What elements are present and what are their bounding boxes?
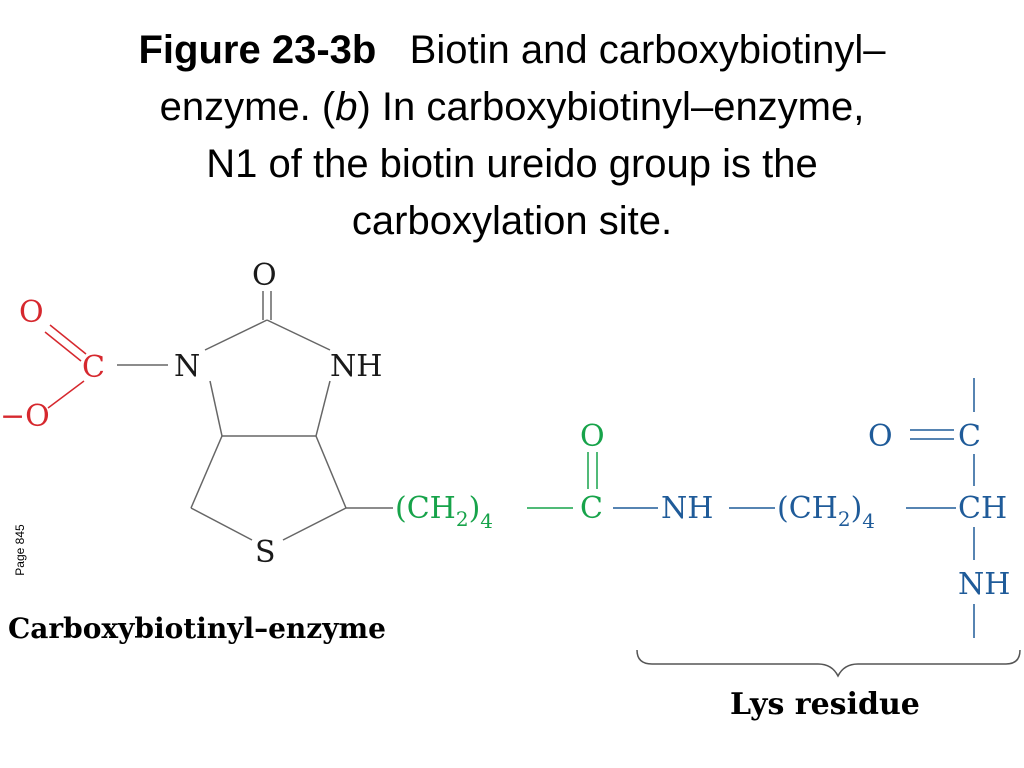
valeryl-ch2-group: (CH2)4 bbox=[395, 491, 493, 533]
title-line-2c: ) In carboxybiotinyl–enzyme, bbox=[357, 85, 865, 129]
lysine-ch2-group: (CH2)4 bbox=[777, 491, 875, 533]
ring-bond-c6-s bbox=[282, 507, 347, 541]
carboxybiotinyl-enzyme-caption: Carboxybiotinyl–enzyme bbox=[8, 612, 386, 645]
alpha-ch: CH bbox=[958, 491, 1007, 526]
backbone-carbon: C bbox=[958, 419, 981, 454]
ring-bond-c3a-c4 bbox=[190, 435, 223, 509]
lys-residue-caption: Lys residue bbox=[730, 687, 920, 722]
slide-title: Figure 23-3b Biotin and carboxybiotinyl–… bbox=[40, 22, 984, 250]
ring-bond-nh-c6a bbox=[315, 380, 331, 437]
carboxyl-oxygen-top: O bbox=[19, 295, 44, 330]
carboxyl-double-bond-a bbox=[49, 324, 87, 355]
title-line-4: carboxylation site. bbox=[351, 199, 673, 243]
ring-bond-c4-s bbox=[190, 507, 253, 541]
lys-residue-brace bbox=[636, 649, 1021, 678]
ring-sulfur: S bbox=[255, 535, 276, 570]
carboxyl-oxygen-anion: −O bbox=[0, 399, 50, 434]
carboxyl-group: O C −O bbox=[0, 295, 105, 434]
title-line-3: N1 of the biotin ureido group is the bbox=[206, 142, 818, 186]
carboxyl-double-bond-b bbox=[44, 331, 82, 362]
lysine-epsilon-nh: NH bbox=[661, 491, 713, 526]
ring-nh: NH bbox=[330, 349, 382, 384]
backbone-nh: NH bbox=[958, 567, 1010, 602]
title-line-2a: enzyme. ( bbox=[159, 85, 336, 129]
title-panel-letter: b bbox=[335, 85, 358, 129]
ureido-bond-right bbox=[266, 319, 331, 351]
amide-carbon: C bbox=[580, 491, 603, 526]
valeryl-chain: (CH2)4 O C bbox=[395, 419, 605, 533]
ureido-bond-left bbox=[204, 319, 268, 351]
figure-label: Figure 23-3b bbox=[138, 28, 377, 72]
lysine-residue: NH (CH2)4 CH O C NH bbox=[661, 378, 1010, 638]
title-line-1: Biotin and carboxybiotinyl– bbox=[409, 28, 886, 72]
ring-bond-c6a-c6 bbox=[315, 435, 347, 509]
ring-bond-n-c3a bbox=[209, 380, 223, 437]
backbone-oxygen: O bbox=[868, 419, 893, 454]
carboxyl-single-bond bbox=[47, 380, 85, 409]
ring-nitrogen-n1: N bbox=[174, 349, 200, 384]
carboxyl-carbon: C bbox=[82, 350, 105, 385]
biotin-ring: O N NH S bbox=[174, 258, 382, 570]
ureido-oxygen: O bbox=[252, 258, 277, 293]
amide-oxygen: O bbox=[580, 419, 605, 454]
